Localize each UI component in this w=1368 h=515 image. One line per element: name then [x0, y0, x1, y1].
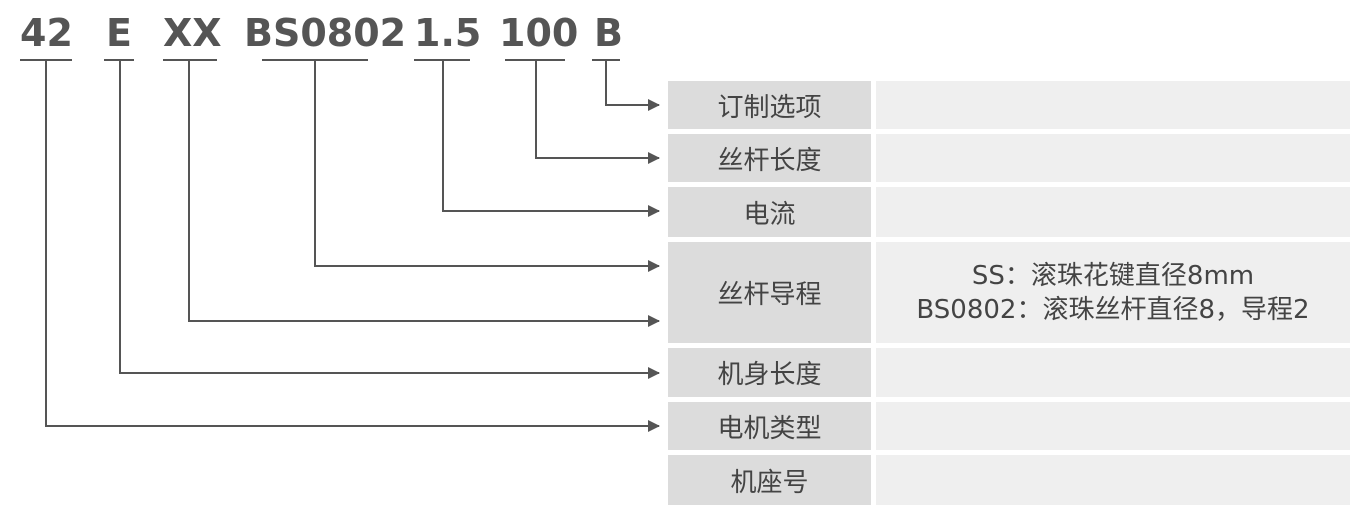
code-segment-lead: BS0802 — [244, 11, 407, 55]
row-label: 电机类型 — [668, 402, 871, 450]
code-underline-motor-frame — [20, 59, 72, 61]
connector-current — [442, 61, 660, 217]
code-underline-screw-length — [505, 59, 565, 61]
row-label: 机座号 — [668, 455, 871, 505]
code-segment-motor-type: E — [106, 11, 132, 55]
row-description — [876, 348, 1350, 397]
row-label: 丝杆导程 — [668, 242, 871, 343]
connector-lead — [314, 61, 660, 272]
table-row-frame-size: 机座号 — [668, 455, 1350, 505]
connector-screw-length — [535, 61, 660, 164]
connector-motor-type — [119, 61, 660, 379]
code-segment-current: 1.5 — [414, 11, 482, 55]
table-row-motor-type: 电机类型 — [668, 402, 1350, 450]
code-underline-current — [414, 59, 470, 61]
table-row-custom-option: 订制选项 — [668, 81, 1350, 129]
code-segment-custom-option: B — [594, 11, 623, 55]
row-description: SS：滚珠花键直径8mm BS0802：滚珠丝杆直径8，导程2 — [876, 242, 1350, 343]
code-underline-custom-option — [592, 59, 620, 61]
row-description — [876, 134, 1350, 182]
row-label: 丝杆长度 — [668, 134, 871, 182]
code-segment-motor-frame: 42 — [20, 11, 73, 55]
row-label: 电流 — [668, 187, 871, 237]
code-underline-motor-type — [104, 59, 134, 61]
row-description — [876, 455, 1350, 505]
connector-custom-option — [605, 61, 660, 111]
model-code: 42 E XX BS0802 1.5 100 B — [0, 0, 1368, 70]
table-row-body-length: 机身长度 — [668, 348, 1350, 397]
row-description — [876, 81, 1350, 129]
row-description — [876, 402, 1350, 450]
row-label: 机身长度 — [668, 348, 871, 397]
row-description — [876, 187, 1350, 237]
code-segment-body-length: XX — [163, 11, 222, 55]
code-underline-body-length — [163, 59, 217, 61]
description-line-bs0802: BS0802：滚珠丝杆直径8，导程2 — [916, 294, 1310, 325]
table-row-current: 电流 — [668, 187, 1350, 237]
connector-body-length — [188, 61, 660, 327]
connector-motor-frame — [45, 61, 660, 432]
description-line-ss: SS：滚珠花键直径8mm — [971, 260, 1255, 291]
row-label: 订制选项 — [668, 81, 871, 129]
table-row-screw-length: 丝杆长度 — [668, 134, 1350, 182]
code-underline-lead — [262, 59, 368, 61]
table-row-lead: 丝杆导程 SS：滚珠花键直径8mm BS0802：滚珠丝杆直径8，导程2 — [668, 242, 1350, 343]
code-segment-screw-length: 100 — [499, 11, 579, 55]
